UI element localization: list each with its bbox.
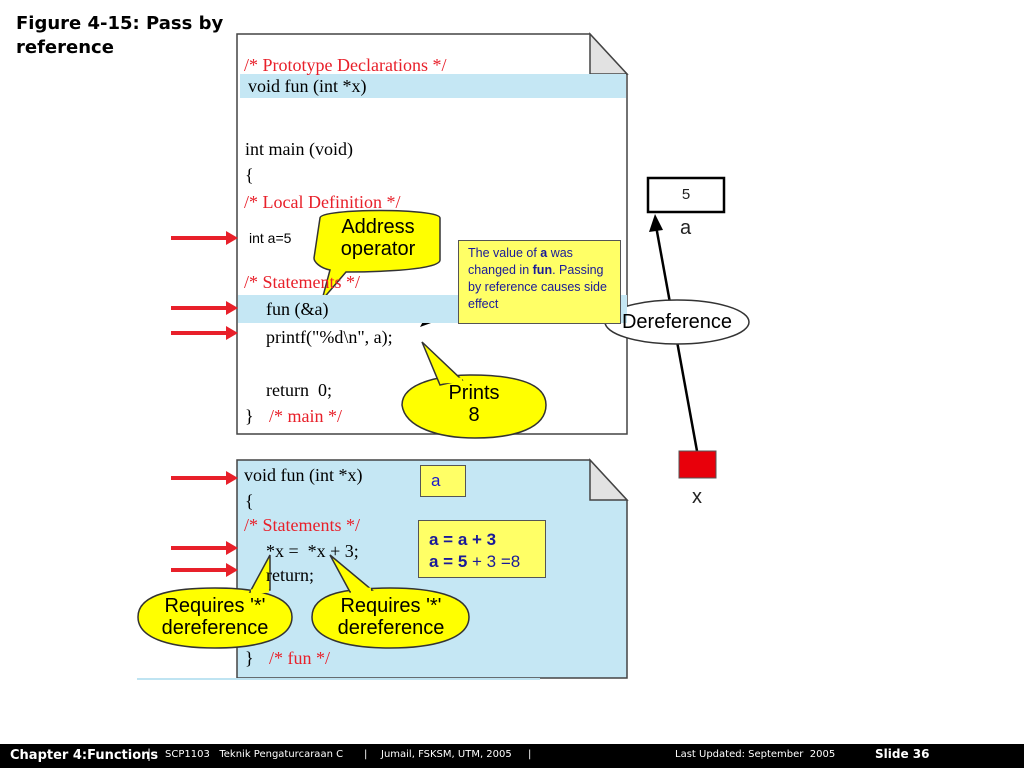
footer-course: SCP1103 Teknik Pengaturcaraan C — [165, 749, 344, 760]
prints-callout: Prints 8 — [448, 382, 500, 426]
memory-a-label: a — [680, 217, 692, 239]
code-deref-assign: *x = *x + 3; — [266, 541, 359, 561]
side-effect-note: The value of a was changed in fun. Passi… — [458, 240, 621, 324]
equation-box: a = a + 3 a = 5 + 3 =8 — [418, 520, 546, 578]
comment-prototype: /* Prototype Declarations */ — [244, 55, 447, 75]
footer-chapter: Chapter 4:Functions — [10, 748, 159, 763]
footer-slide-number: Slide 36 — [875, 747, 930, 761]
fun-param-a-label: a — [431, 471, 441, 490]
requires-dereference-callout-2: Requires '*' dereference — [337, 595, 445, 639]
code-fun-header: void fun (int *x) — [244, 465, 363, 485]
memory-x-label: x — [692, 486, 702, 508]
memory-a-value: 5 — [681, 186, 691, 203]
dereference-label: Dereference — [621, 311, 733, 333]
comment-local-definition: /* Local Definition */ — [244, 192, 401, 212]
address-operator-bubble — [313, 209, 441, 301]
code-main-open-brace: { — [245, 165, 254, 185]
code-fun-open-brace: { — [245, 491, 254, 511]
fun-document-fold — [589, 458, 629, 501]
code-prototype: void fun (int *x) — [248, 76, 367, 96]
comment-fun-end: /* fun */ — [269, 648, 330, 668]
comment-statements: /* Statements */ — [244, 272, 360, 292]
red-arrows — [171, 231, 238, 577]
comment-main-end: /* main */ — [269, 406, 342, 426]
code-printf: printf("%d\n", a); — [266, 327, 393, 347]
code-fun-close-brace: } — [245, 648, 254, 668]
memory-box-a — [646, 176, 726, 214]
code-main-close-brace: } — [245, 406, 254, 426]
footer-updated: Last Updated: September 2005 — [675, 749, 836, 760]
comment-fun-statements: /* Statements */ — [244, 515, 360, 535]
code-fun-return: return; — [266, 565, 314, 585]
code-main-header: int main (void) — [245, 139, 353, 159]
address-operator-callout: Address operator — [340, 216, 416, 260]
code-fun-call: fun (&a) — [266, 299, 329, 319]
main-document-fold — [589, 32, 629, 75]
footer-author: Jumail, FSKSM, UTM, 2005 — [381, 749, 512, 760]
fun-param-a-box: a — [420, 465, 466, 497]
requires-dereference-callout-1: Requires '*' dereference — [161, 595, 269, 639]
code-int-a: int a=5 — [249, 230, 292, 246]
slide-footer: Chapter 4:Functions | SCP1103 Teknik Pen… — [0, 744, 1024, 768]
code-return: return 0; — [266, 380, 332, 400]
memory-box-x — [678, 450, 717, 479]
slide-title: Figure 4-15: Pass by reference — [16, 13, 224, 58]
